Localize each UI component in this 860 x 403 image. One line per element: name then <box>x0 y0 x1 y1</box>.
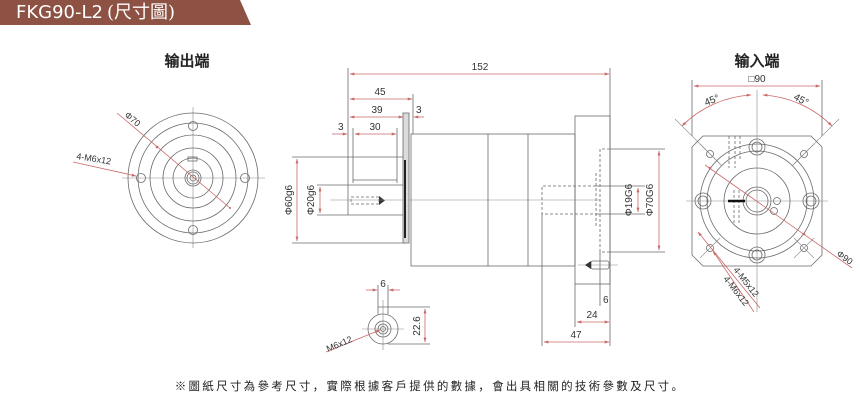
bolt-hole-inner <box>697 195 709 207</box>
bolt-hole <box>748 138 766 156</box>
pilot-diameter-label: Φ60g6 <box>284 184 295 215</box>
thread-label: M6x12 <box>325 334 354 354</box>
dim-3-left-label: 3 <box>338 122 344 133</box>
output-end-view: 输出端 Φ70 4-M6x12 <box>72 52 265 248</box>
corner-hole <box>706 244 714 252</box>
title-banner: FKG90-L2(尺寸圖) <box>0 0 252 25</box>
bolt-hole-inner <box>751 141 763 153</box>
shaft-section-circle <box>377 323 389 335</box>
shaft-diameter-label: Φ20g6 <box>306 184 317 215</box>
input-pilot-label: Φ70G6 <box>645 183 656 216</box>
bolt-hole <box>240 173 250 183</box>
title-suffix: (尺寸圖) <box>107 2 176 23</box>
overall-length-label: 152 <box>472 62 489 73</box>
output-outer-circle <box>127 112 259 244</box>
dim-24-label: 24 <box>586 310 598 321</box>
output-circle <box>172 157 214 199</box>
bolt-leader <box>72 161 137 177</box>
footnote: ※圖紙尺寸為參考尺寸，實際根據客戶提供的數據，會出具相關的技術參數及尺寸。 <box>174 379 686 393</box>
shaft-section-circle <box>374 320 392 338</box>
input-square-flange <box>691 135 823 267</box>
thread-leader <box>325 329 381 353</box>
output-key <box>187 156 198 162</box>
tapped-hole <box>380 326 386 332</box>
input-bore <box>541 185 596 215</box>
bolt-hole <box>802 192 820 210</box>
hole-crosshair <box>793 143 815 165</box>
key-height-label: 22.6 <box>412 316 423 336</box>
banner-shape <box>0 0 251 25</box>
dim-3-right-label: 3 <box>416 105 422 116</box>
shaft-section <box>367 313 399 345</box>
output-tapped-hole <box>189 174 197 182</box>
output-view-title: 输出端 <box>164 52 209 70</box>
bolt-hole-inner <box>805 195 817 207</box>
dim-45-label: 45 <box>374 87 386 98</box>
angle-arc-left <box>681 93 752 127</box>
output-circle <box>149 134 237 222</box>
key-width-label: 6 <box>380 279 386 290</box>
input-flange <box>574 115 611 285</box>
output-circle <box>162 147 224 209</box>
corner-hole <box>800 244 808 252</box>
bolt-hole <box>694 192 712 210</box>
input-bore-label: Φ19G6 <box>624 183 635 216</box>
diameter-leader <box>704 164 853 269</box>
output-circle <box>137 122 249 234</box>
input-circle <box>723 167 791 235</box>
angle-left-label: 45° <box>703 93 721 109</box>
screw-tip <box>585 261 591 269</box>
hole-crosshair <box>793 237 815 259</box>
dim-30-label: 30 <box>369 122 381 133</box>
bolt-leader <box>697 231 761 309</box>
dim-39-label: 39 <box>371 105 383 116</box>
key-detail-view: 6 22.6 M6x12 <box>325 279 430 354</box>
shaft-tapped-hole <box>350 196 380 205</box>
input-end-view: 输入端 □90 45° 45° <box>674 52 855 313</box>
output-shaft-circle <box>184 169 202 187</box>
bolt-hole <box>748 246 766 264</box>
bolt-hole-inner <box>751 249 763 261</box>
square-label: □90 <box>748 74 766 85</box>
bolt-leader <box>712 250 755 313</box>
input-view-title: 输入端 <box>734 52 779 70</box>
angle-right-label: 45° <box>792 92 811 109</box>
bolt-hole <box>136 173 146 183</box>
model-name: FKG90-L2 <box>16 2 103 23</box>
input-circle <box>706 150 808 252</box>
leader-dot <box>802 232 806 236</box>
input-circle <box>699 143 815 259</box>
input-bore-circle <box>745 189 769 213</box>
corner-hole <box>706 150 714 158</box>
dim-6-label: 6 <box>603 295 609 306</box>
input-diameter-label: Φ90 <box>835 249 855 267</box>
input-pilot-bore <box>599 148 610 253</box>
corner-hole <box>800 150 808 158</box>
hole-crosshair <box>699 143 721 165</box>
angle-arc-right <box>762 93 833 127</box>
drill-point <box>379 196 385 205</box>
output-shaft-circle <box>186 171 200 185</box>
side-view: 152 45 39 3 30 3 Φ60g6 Φ20g6 <box>284 62 665 346</box>
hole-crosshair <box>699 237 721 259</box>
banner-title: FKG90-L2(尺寸圖) <box>16 1 175 24</box>
bolt-hole <box>188 225 198 235</box>
diameter-leader <box>116 112 231 209</box>
bolt-hole <box>188 121 198 131</box>
leader-dot <box>155 145 159 149</box>
dim-47-label: 47 <box>570 330 582 341</box>
leader-dot <box>708 166 712 170</box>
small-hole <box>773 197 781 205</box>
